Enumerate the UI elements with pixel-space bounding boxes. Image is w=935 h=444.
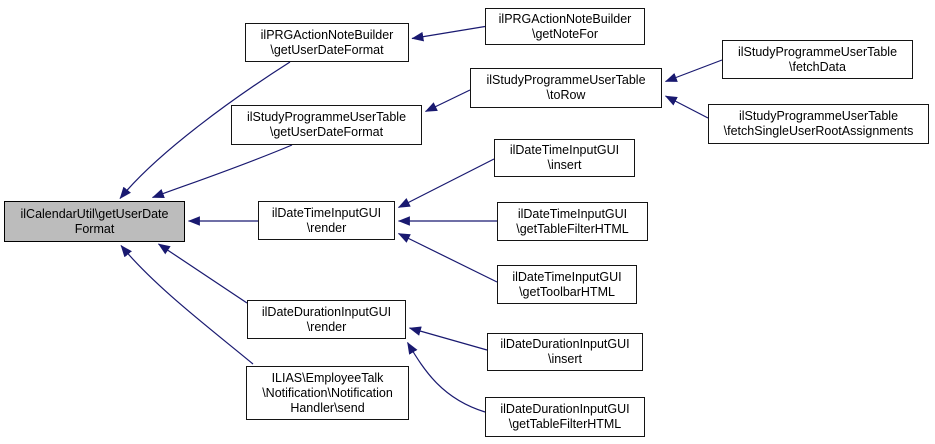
node-label-line: ilDateDurationInputGUI	[500, 402, 630, 416]
node-label-line: ILIAS\EmployeeTalk	[271, 370, 384, 385]
node-label-line: Handler\send	[290, 400, 365, 415]
node-label-line: \Notification\Notification	[262, 385, 393, 400]
node-label-line: ilPRGActionNoteBuilder	[498, 11, 632, 26]
node-ilprgactionnotebuilder-getuserdateformat[interactable]: ilPRGActionNoteBuilder \getUserDateForma…	[245, 23, 409, 62]
node-ilstudyprogrammeusertable-fetchdata[interactable]: ilStudyProgrammeUserTable \fetchData	[722, 40, 913, 79]
node-label-line: \getTableFilterHTML	[508, 417, 622, 431]
node-label-line: ilDateDurationInputGUI	[261, 304, 392, 319]
node-label-line: \getTableFilterHTML	[516, 221, 629, 236]
node-label-line: \render	[306, 220, 347, 235]
edge-dd-render-to-main	[158, 243, 248, 304]
edge-dt-insert-to-dt-render	[397, 158, 495, 209]
node-ilstudyprogrammeusertable-torow[interactable]: ilStudyProgrammeUserTable \toRow	[470, 68, 662, 108]
node-label-line: \fetchData	[789, 59, 846, 74]
edge-dd-insert-to-dd-render	[408, 326, 488, 351]
node-label-line: \insert	[547, 352, 583, 366]
node-label-line: ilStudyProgrammeUserTable	[486, 73, 646, 87]
node-label-line: ilCalendarUtil\getUserDate	[20, 206, 169, 221]
edge-getnotefor-to-prg-getuserdateformat	[411, 25, 486, 42]
node-label-line: \render	[306, 319, 347, 334]
node-label-line: ilDateTimeInputGUI	[271, 205, 382, 220]
node-ildatedurationinputgui-render[interactable]: ilDateDurationInputGUI \render	[247, 300, 406, 339]
edge-torow-to-sp-getuserdateformat	[424, 89, 471, 113]
node-label-line: ilDateTimeInputGUI	[512, 269, 622, 284]
edge-sp-getuserdateformat-to-main	[151, 144, 293, 199]
node-ildatedurationinputgui-insert[interactable]: ilDateDurationInputGUI \insert	[487, 333, 643, 371]
edge-fetchdata-to-torow	[664, 59, 723, 83]
node-label-line: \getUserDateFormat	[269, 125, 384, 139]
node-label-line: ilDateTimeInputGUI	[517, 206, 628, 221]
node-label-line: ilDateDurationInputGUI	[500, 337, 630, 351]
node-ilprgactionnotebuilder-getnotefor[interactable]: ilPRGActionNoteBuilder \getNoteFor	[485, 8, 645, 45]
node-ildatetimeinputgui-insert[interactable]: ilDateTimeInputGUI \insert	[494, 139, 635, 177]
edge-send-to-main	[120, 245, 254, 365]
node-label-line: ilStudyProgrammeUserTable	[246, 110, 407, 124]
node-ilstudyprogrammeusertable-getuserdateformat[interactable]: ilStudyProgrammeUserTable \getUserDateFo…	[231, 105, 422, 145]
node-label-line: ilPRGActionNoteBuilder	[260, 27, 394, 42]
node-label-line: \getNoteFor	[531, 26, 598, 41]
node-label-line: \fetchSingleUserRootAssignments	[723, 124, 914, 138]
node-ildatetimeinputgui-gettoolbarhtml[interactable]: ilDateTimeInputGUI \getToolbarHTML	[497, 265, 637, 304]
edge-dt-gettoolbarhtml-to-dt-render	[397, 232, 498, 283]
node-ildatetimeinputgui-render[interactable]: ilDateTimeInputGUI \render	[258, 201, 395, 240]
node-label-line: ilStudyProgrammeUserTable	[737, 44, 898, 59]
node-ildatetimeinputgui-gettablefilterhtml[interactable]: ilDateTimeInputGUI \getTableFilterHTML	[497, 202, 648, 241]
node-label-line: \toRow	[546, 88, 586, 102]
node-label-line: Format	[74, 221, 115, 236]
node-label-line: \insert	[547, 158, 582, 172]
edge-fetchsingleuserrootassignments-to-torow	[664, 95, 709, 119]
node-label-line: \getToolbarHTML	[519, 284, 615, 299]
edge-dd-gettablefilterhtml-to-dd-render	[406, 341, 486, 413]
node-ilstudyprogrammeusertable-fetchsingleuserrootassignments[interactable]: ilStudyProgrammeUserTable \fetchSingleUs…	[708, 104, 929, 144]
node-label-line: ilDateTimeInputGUI	[509, 143, 620, 157]
node-ilias-employeetalk-notificationhandler-send[interactable]: ILIAS\EmployeeTalk \Notification\Notific…	[246, 366, 409, 420]
node-label-line: ilStudyProgrammeUserTable	[738, 109, 899, 123]
node-ildatedurationinputgui-gettablefilterhtml[interactable]: ilDateDurationInputGUI \getTableFilterHT…	[485, 397, 645, 437]
node-ilcalendarutil-getuserdateformat: ilCalendarUtil\getUserDate Format	[4, 201, 185, 242]
node-label-line: \getUserDateFormat	[270, 42, 384, 57]
